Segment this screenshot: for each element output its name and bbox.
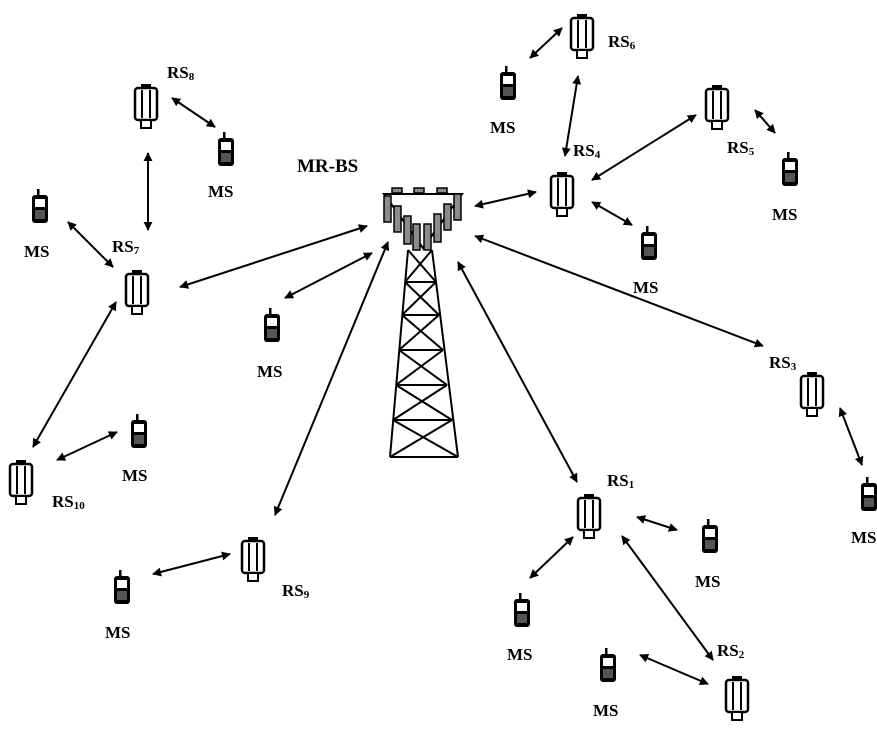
link-rs10-ms <box>56 431 118 461</box>
link-bs-rs1 <box>457 261 578 483</box>
relay-station-icon <box>569 12 595 60</box>
phone-icon <box>500 66 516 100</box>
link-rs7-rs10 <box>32 301 117 448</box>
relay-station-label: RS2 <box>717 641 745 661</box>
base-station-tower-icon: MR-BS <box>297 156 464 458</box>
relay-station-rs4: RS4 <box>549 141 601 218</box>
mobile-station-rs1-right: MS <box>695 519 721 591</box>
mobile-station-rs10: MS <box>122 414 148 485</box>
link-rs4-rs6 <box>561 75 582 157</box>
relay-station-rs5: RS5 <box>704 83 755 158</box>
mobile-station-label: MS <box>208 182 234 201</box>
link-bs-rs4 <box>474 189 537 209</box>
relay-station-icon <box>8 458 34 506</box>
mobile-station-rs8: MS <box>208 132 234 201</box>
phone-icon <box>702 519 718 553</box>
relay-station-icon <box>724 674 750 722</box>
mobile-station-label: MS <box>695 572 721 591</box>
relay-station-label: RS7 <box>112 237 140 257</box>
mobile-station-label: MS <box>257 362 283 381</box>
mobile-station-label: MS <box>593 701 619 720</box>
relay-station-label: RS10 <box>52 492 85 512</box>
mobile-station-label: MS <box>633 278 659 297</box>
link-bs-rs9 <box>273 241 390 516</box>
phone-icon <box>641 226 657 260</box>
phone-icon <box>514 593 530 627</box>
link-rs4-rs5 <box>591 114 697 181</box>
relay-station-rs6: RS6 <box>569 12 636 60</box>
mobile-station-rs1-left: MS <box>507 593 533 664</box>
relay-station-rs8: RS8 <box>133 63 195 130</box>
relay-station-rs7: RS7 <box>112 237 150 316</box>
mobile-station-label: MS <box>122 466 148 485</box>
relay-station-label: RS3 <box>769 353 797 373</box>
link-rs1-rs2 <box>621 535 714 661</box>
link-bs-rs7 <box>179 224 368 289</box>
mobile-station-bs: MS <box>257 308 283 381</box>
mobile-station-rs6: MS <box>490 66 516 137</box>
link-rs6-ms <box>529 27 563 59</box>
mobile-station-rs7: MS <box>24 189 50 261</box>
mobile-station-label: MS <box>507 645 533 664</box>
relay-station-rs3: RS3 <box>769 353 825 418</box>
relay-station-label: RS9 <box>282 581 310 601</box>
relay-station-label: RS6 <box>608 32 636 52</box>
phone-icon <box>218 132 234 166</box>
relay-station-rs2: RS2 <box>717 641 750 722</box>
link-bs-ms <box>284 252 373 299</box>
mobile-station-label: MS <box>105 623 131 642</box>
mobile-station-label: MS <box>851 528 877 547</box>
link-bs-rs3 <box>474 234 764 348</box>
relay-station-rs9: RS9 <box>240 535 310 601</box>
base-station-label: MR-BS <box>297 156 358 177</box>
phone-icon <box>600 648 616 682</box>
link-rs4-ms <box>591 201 633 226</box>
link-rs8-ms <box>171 97 216 128</box>
relay-station-label: RS8 <box>167 63 195 83</box>
relay-station-rs10: RS10 <box>8 458 85 512</box>
phone-icon <box>782 152 798 186</box>
phone-icon <box>32 189 48 223</box>
phone-icon <box>264 308 280 342</box>
relay-station-icon <box>576 492 602 540</box>
link-rs1-ms-right <box>636 515 678 532</box>
relay-station-label: RS5 <box>727 138 755 158</box>
links <box>32 27 864 685</box>
relay-station-icon <box>799 370 825 418</box>
relay-station-icon <box>133 82 159 130</box>
mobile-station-rs2: MS <box>593 648 619 720</box>
mobile-station-rs3: MS <box>851 477 877 547</box>
phone-icon <box>861 477 877 511</box>
relay-station-label: RS4 <box>573 141 601 161</box>
link-rs5-ms <box>754 109 776 134</box>
phone-icon <box>131 414 147 448</box>
link-rs3-ms <box>838 407 864 466</box>
mobile-station-label: MS <box>772 205 798 224</box>
link-rs7-ms <box>67 221 114 268</box>
link-rs9-ms <box>152 551 231 577</box>
mobile-station-label: MS <box>490 118 516 137</box>
link-rs2-ms <box>639 654 709 685</box>
relay-station-icon <box>704 83 730 131</box>
phone-icon <box>114 570 130 604</box>
mobile-station-rs4: MS <box>633 226 659 297</box>
link-rs1-ms-left <box>529 536 574 579</box>
relay-station-label: RS1 <box>607 471 634 491</box>
relay-station-icon <box>240 535 266 583</box>
relay-station-icon <box>124 268 150 316</box>
mobile-station-rs5: MS <box>772 152 798 224</box>
mobile-station-rs9: MS <box>105 570 131 642</box>
mobile-station-label: MS <box>24 242 50 261</box>
relay-station-icon <box>549 170 575 218</box>
relay-station-rs1: RS1 <box>576 471 634 540</box>
